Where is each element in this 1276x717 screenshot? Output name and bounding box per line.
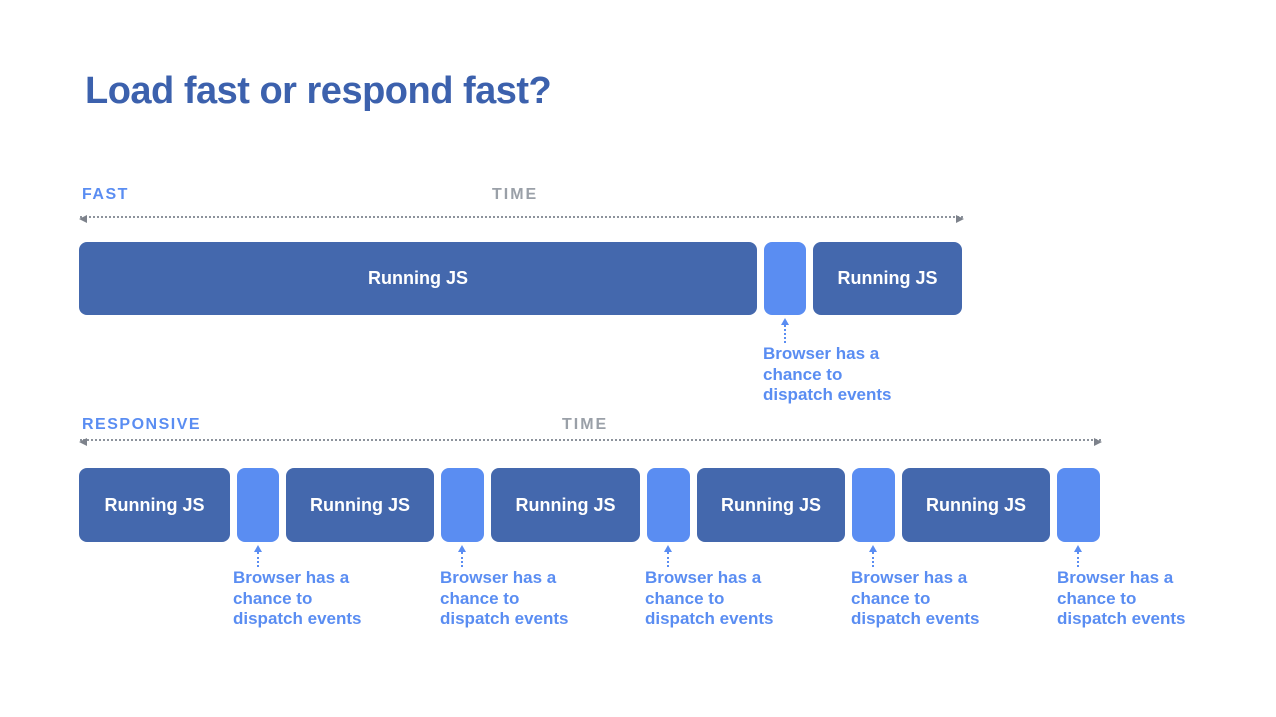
caption-line: dispatch events: [1057, 609, 1186, 628]
idle-gap-block: [764, 242, 806, 315]
annotation-caption: Browser has a chance to dispatch events: [763, 344, 923, 406]
running-js-bar: Running JS: [813, 242, 962, 315]
idle-gap-block: [237, 468, 279, 542]
caption-line: Browser has a: [645, 568, 762, 587]
annotation-caption: Browser has a chance to dispatch events: [233, 568, 393, 630]
idle-gap-block: [647, 468, 690, 542]
dotted-line: [461, 552, 463, 567]
time-axis-label-responsive: TIME: [562, 416, 609, 433]
caption-line: Browser has a: [851, 568, 968, 587]
up-arrow-icon: [1073, 545, 1083, 567]
dotted-line: [1077, 552, 1079, 567]
up-arrow-icon: [663, 545, 673, 567]
caption-line: Browser has a: [1057, 568, 1174, 587]
timeline-label-fast: FAST: [82, 186, 129, 203]
running-js-bar: Running JS: [491, 468, 640, 542]
idle-gap-block: [441, 468, 484, 542]
up-arrow-icon: [457, 545, 467, 567]
time-axis-fast: [79, 215, 964, 223]
caption-line: dispatch events: [645, 609, 774, 628]
caption-line: chance to: [233, 588, 313, 608]
axis-arrow-left-icon: [79, 438, 87, 446]
caption-line: Browser has a: [233, 568, 350, 587]
arrowhead-icon: [781, 318, 789, 325]
fast-bars-row: Running JS Running JS: [79, 242, 962, 315]
axis-arrow-left-icon: [79, 215, 87, 223]
up-arrow-icon: [868, 545, 878, 567]
annotation-caption: Browser has a chance to dispatch events: [1057, 568, 1217, 630]
responsive-bars-row: Running JS Running JS Running JS Running…: [79, 468, 1100, 542]
arrowhead-icon: [664, 545, 672, 552]
caption-line: chance to: [851, 588, 931, 608]
timeline-label-responsive: RESPONSIVE: [82, 416, 202, 433]
axis-arrow-right-icon: [956, 215, 964, 223]
time-axis-label-fast: TIME: [492, 186, 539, 203]
running-js-bar: Running JS: [286, 468, 434, 542]
up-arrow-icon: [780, 318, 790, 343]
running-js-bar: Running JS: [902, 468, 1050, 542]
dotted-line: [872, 552, 874, 567]
running-js-bar: Running JS: [697, 468, 845, 542]
caption-line: Browser has a: [763, 344, 880, 363]
axis-arrow-right-icon: [1094, 438, 1102, 446]
dotted-line: [784, 325, 786, 343]
up-arrow-icon: [253, 545, 263, 567]
caption-line: dispatch events: [851, 609, 980, 628]
idle-gap-block: [1057, 468, 1100, 542]
arrowhead-icon: [458, 545, 466, 552]
caption-line: chance to: [763, 364, 843, 384]
running-js-bar: Running JS: [79, 242, 757, 315]
caption-line: dispatch events: [763, 385, 892, 404]
dotted-line: [667, 552, 669, 567]
caption-line: Browser has a: [440, 568, 557, 587]
idle-gap-block: [852, 468, 895, 542]
page-title: Load fast or respond fast?: [85, 70, 552, 112]
arrowhead-icon: [869, 545, 877, 552]
running-js-bar: Running JS: [79, 468, 230, 542]
annotation-caption: Browser has a chance to dispatch events: [440, 568, 600, 630]
annotation-caption: Browser has a chance to dispatch events: [851, 568, 1011, 630]
annotation-caption: Browser has a chance to dispatch events: [645, 568, 805, 630]
caption-line: dispatch events: [440, 609, 569, 628]
caption-line: chance to: [1057, 588, 1137, 608]
dotted-line: [257, 552, 259, 567]
caption-line: dispatch events: [233, 609, 362, 628]
caption-line: chance to: [440, 588, 520, 608]
caption-line: chance to: [645, 588, 725, 608]
time-axis-responsive: [79, 438, 1102, 446]
arrowhead-icon: [1074, 545, 1082, 552]
arrowhead-icon: [254, 545, 262, 552]
